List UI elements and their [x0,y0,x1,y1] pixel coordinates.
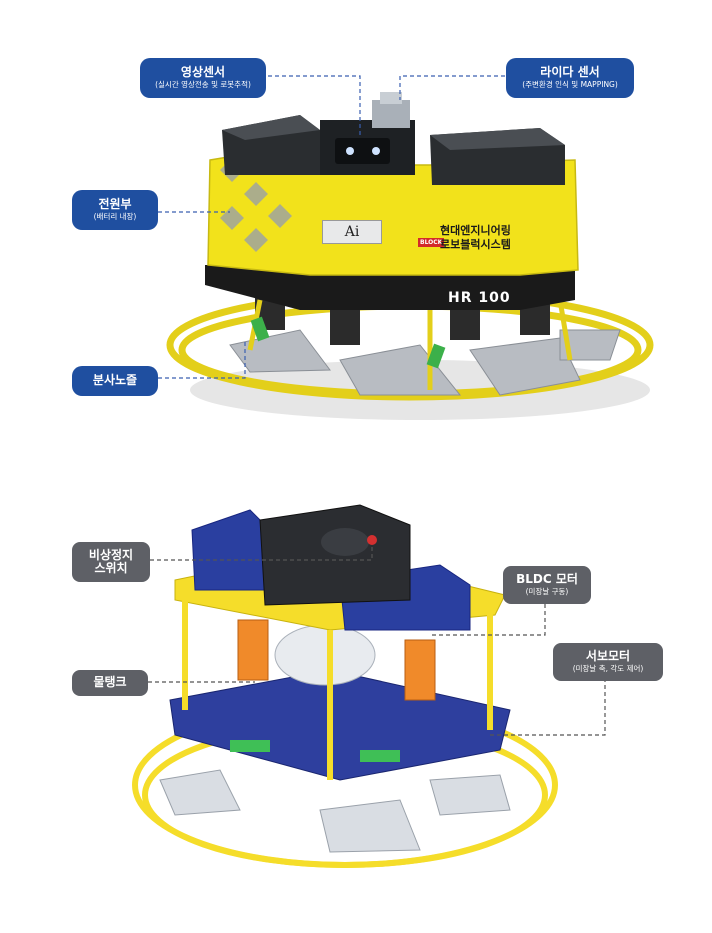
callout-subtitle: (주변환경 인식 및 MAPPING) [522,80,618,90]
callout-bldc-motor: BLDC 모터 (미장날 구동) [503,566,591,604]
cad-orange-motors [237,619,436,701]
cad-base-plate [169,669,511,781]
callout-title: 물탱크 [93,675,127,690]
callout-spray-nozzle: 분사노즐 [72,366,158,396]
cad-posts [182,595,493,780]
cad-controller-box [259,504,411,606]
block-logo: BLOCK [418,238,445,247]
callout-servo-motor: 서보모터 (미장날 축, 각도 제어) [553,643,663,681]
spray-nozzles [250,316,446,369]
rendered-robot-panel: Ai 현대엔지니어링 BLOCK 로보블럭시스템 HR 100 영상센서 (실시… [0,0,712,450]
emergency-stop-button [367,535,377,545]
camera-unit [320,120,415,175]
top-battery-boxes [222,115,565,185]
cad-green-brackets [230,740,400,762]
callout-subtitle: (배터리 내장) [93,212,137,222]
cad-model-panel: 비상정지 스위치 물탱크 BLDC 모터 (미장날 구동) 서보모터 (미장날 … [0,480,712,933]
callout-power: 전원부 (배터리 내장) [72,190,158,230]
lidar-unit [372,92,410,128]
cad-model-illustration [132,504,606,868]
cad-blades [159,769,511,853]
trowel-blades [229,329,621,396]
callout-title: 전원부 [98,197,132,212]
callout-title-line-1: 비상정지 [88,547,134,562]
callout-title: 라이다 센서 [540,65,600,80]
company-name-2: 로보블럭시스템 [440,238,511,251]
callout-title: 서보모터 [585,649,631,664]
callout-lidar-sensor: 라이다 센서 (주변환경 인식 및 MAPPING) [506,58,634,98]
callout-video-sensor: 영상센서 (실시간 영상전송 및 로봇추적) [140,58,266,98]
rendered-robot-illustration [158,75,654,420]
callout-title: BLDC 모터 [516,572,578,587]
callout-title: 영상센서 [180,65,226,80]
model-name: HR 100 [448,290,511,306]
cad-water-tank [274,624,376,686]
base-band [205,265,575,310]
callout-emergency-stop: 비상정지 스위치 [72,542,150,582]
company-name-1: 현대엔지니어링 [440,224,511,237]
callout-title-line-2: 스위치 [94,561,128,575]
callout-subtitle: (미장날 축, 각도 제어) [572,664,644,674]
callout-water-tank: 물탱크 [72,670,148,696]
callout-subtitle: (실시간 영상전송 및 로봇추적) [155,80,251,90]
ai-badge: Ai [322,220,382,244]
callout-subtitle: (미장날 구동) [525,587,569,597]
callout-title: 분사노즐 [92,373,138,388]
top-leader-lines [158,75,505,379]
bottom-leader-lines [148,545,606,736]
